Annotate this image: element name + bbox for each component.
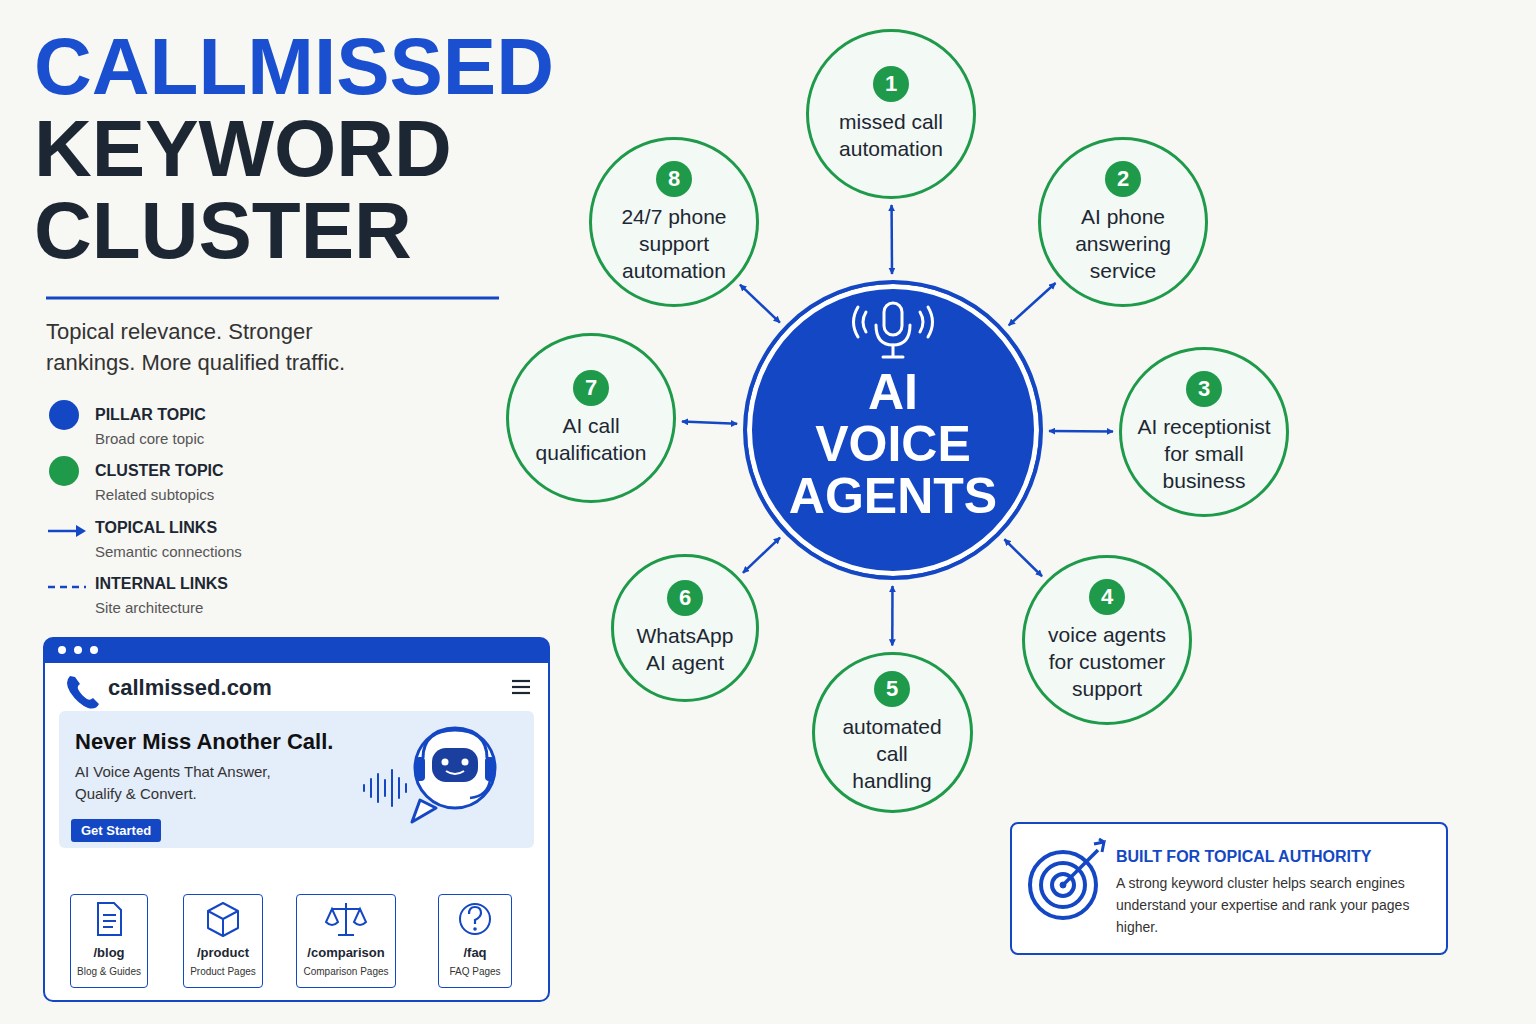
node-text: AI call qualification	[521, 412, 661, 466]
legend-note: Related subtopics	[95, 486, 345, 503]
node-text: Never Miss Another Call.	[75, 729, 534, 755]
cluster-circle: 2 AI phone answering service	[1038, 137, 1208, 307]
cta-button: Get Started	[71, 819, 161, 842]
document-icon	[98, 903, 121, 935]
callout-number: 1	[873, 66, 909, 102]
node-text: Comparison Pages	[303, 966, 388, 977]
topical-link	[1009, 283, 1056, 325]
node-text: /product	[190, 945, 256, 960]
legend-note: Broad core topic	[95, 430, 345, 447]
legend-text: TOPICAL LINKS	[95, 519, 217, 537]
legend-text: CLUSTER TOPIC	[95, 462, 224, 480]
question-icon	[460, 904, 490, 934]
legend-text: INTERNAL LINKS	[95, 575, 228, 593]
node-text: AI receptionist for small business	[1134, 413, 1274, 494]
legend-note: Site architecture	[95, 599, 345, 616]
node-text: /blog	[77, 945, 141, 960]
node-text: /faq	[445, 945, 505, 960]
callout-number: 2	[1105, 161, 1141, 197]
legend-samples	[46, 298, 499, 587]
callout-number: 5	[874, 671, 910, 707]
callout-number: 8	[656, 161, 692, 197]
legend-note: Semantic connections	[95, 543, 345, 560]
topical-link	[1049, 430, 1113, 433]
window-dots	[58, 646, 98, 654]
topical-link	[740, 285, 780, 323]
node-text: A strong keyword cluster helps search en…	[1116, 872, 1430, 938]
node-text: AI phone answering service	[1053, 203, 1193, 284]
page-type-box: /comparisonComparison Pages	[296, 894, 395, 988]
node-text: Blog & Guides	[77, 966, 141, 977]
callout-number: 7	[573, 370, 609, 406]
node-text: automated call handling	[837, 713, 947, 794]
cluster-circle: 5 automated call handling	[812, 652, 973, 813]
node-text: BUILT FOR TOPICAL AUTHORITY	[1116, 848, 1430, 866]
cluster-circle: 7 AI call qualification	[506, 333, 676, 503]
topical-link	[891, 586, 894, 646]
node-text: missed call automation	[821, 108, 961, 162]
topical-link	[1004, 539, 1042, 576]
menu-icon	[512, 681, 530, 693]
pillar-circle: AI VOICE AGENTS	[743, 280, 1043, 580]
cluster-circle: 6WhatsApp AI agent	[611, 554, 759, 702]
legend-dash-sample	[48, 586, 86, 589]
page-type-box: /blogBlog & Guides	[70, 894, 148, 988]
callout-number: 6	[667, 580, 703, 616]
browser-window: callmissed.comNever Miss Another Call. AI…	[43, 637, 550, 1002]
node-text: Product Pages	[190, 966, 256, 977]
callout-number: 4	[1089, 579, 1125, 615]
hero-panel: Never Miss Another Call. AI Voice Agents …	[59, 711, 534, 848]
page-type-box: /faqFAQ Pages	[438, 894, 512, 988]
sound-wave	[364, 770, 406, 806]
topical-link	[890, 205, 893, 274]
node-text: FAQ Pages	[445, 966, 505, 977]
scale-icon	[326, 903, 366, 935]
topical-link	[682, 422, 737, 424]
callout-number: 3	[1186, 371, 1222, 407]
node-text: voice agents for customer support	[1037, 621, 1177, 702]
page-type-box: /productProduct Pages	[183, 894, 263, 988]
box-icon	[208, 903, 238, 936]
cluster-circle: 3 AI receptionist for small business	[1119, 347, 1289, 517]
microphone-icon	[854, 303, 933, 357]
cluster-circle: 1 missed call automation	[806, 29, 976, 199]
node-text: AI VOICE AGENTS	[773, 366, 1013, 522]
legend-text: PILLAR TOPIC	[95, 406, 206, 424]
legend-swatch	[49, 400, 79, 430]
node-text: AI Voice Agents That Answer, Qualify & C…	[75, 761, 315, 805]
phone-icon	[67, 676, 99, 709]
node-text: callmissed.com	[108, 675, 548, 701]
node-text: Get Started	[81, 823, 151, 838]
callout-box: BUILT FOR TOPICAL AUTHORITY A strong keyw…	[1010, 822, 1448, 955]
target-icon	[1030, 839, 1104, 918]
subtitle: Topical relevance. Stronger rankings. Mo…	[46, 316, 396, 378]
diagram-title: CALLMISSED KEYWORD CLUSTER	[34, 26, 574, 272]
title-divider	[46, 297, 499, 300]
legend-swatch	[49, 456, 79, 486]
legend-arrow-head	[76, 525, 86, 537]
cluster-circle: 8 24/7 phone support automation	[589, 137, 759, 307]
topical-link	[743, 538, 780, 573]
robot-icon	[412, 728, 495, 822]
node-text: WhatsApp AI agent	[630, 622, 740, 676]
cluster-circle: 4 voice agents for customer support	[1022, 555, 1192, 725]
legend-arrow-sample	[48, 530, 78, 533]
node-text: 24/7 phone support automation	[604, 203, 744, 284]
node-text: /comparison	[303, 945, 388, 960]
